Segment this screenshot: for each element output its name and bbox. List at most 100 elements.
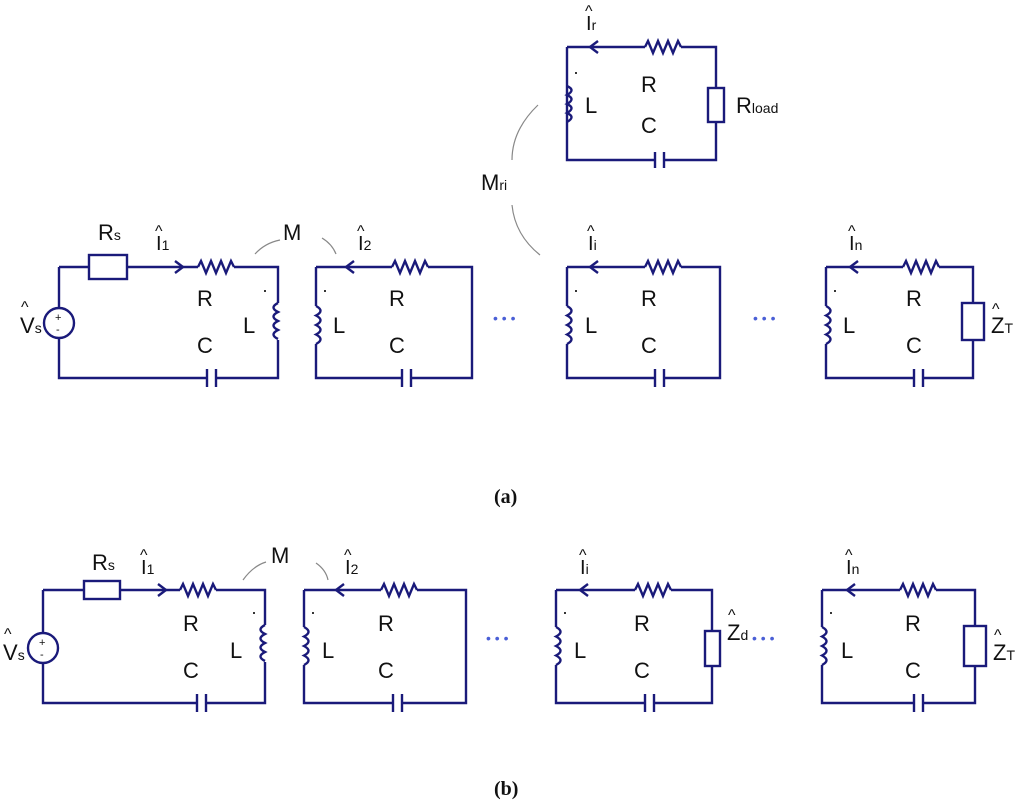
zt-hat-b: ^ [994, 627, 1002, 644]
source-label-L-a: L [243, 313, 255, 338]
vs-minus-b: - [40, 649, 44, 661]
loop-n-label-C-a: C [906, 333, 922, 358]
loop-i-label-L-a: L [585, 313, 597, 338]
source-wire-a [57, 265, 280, 380]
loop-i-resistor-b [633, 580, 673, 600]
current-i2-hat-a: ^ [357, 223, 365, 240]
current-i1-hat-b: ^ [140, 547, 148, 564]
current-in-label-b: In [846, 557, 859, 579]
loop-2-b: · L R C I2 ^ [301, 547, 468, 712]
loop-i-inductor-b [553, 625, 562, 667]
loop-n-inductor-a [823, 304, 832, 346]
loop-i-wire-a [565, 265, 722, 380]
loop-i-b: · L R C Zd ^ Ii ^ [553, 547, 748, 712]
loop-i-label-R-b: R [634, 611, 650, 636]
loop-i-label-L-b: L [574, 638, 586, 663]
source-dot-b: · [251, 602, 257, 622]
receiver-inductor [564, 84, 573, 124]
rs-label-a: Rs [98, 220, 121, 245]
loop-n-dot-a: · [832, 280, 838, 300]
source-loop-a: + - · L R C Rs Vs ^ I1 ^ [20, 220, 281, 387]
current-ir-hat: ^ [585, 3, 593, 20]
current-in-hat-b: ^ [845, 547, 853, 564]
current-i1-label-a: I1 [156, 233, 170, 255]
loop-2-dot-b: · [310, 602, 316, 622]
current-i1-hat-a: ^ [155, 223, 163, 240]
loop-n-dot-b: · [828, 602, 834, 622]
vs-label-b: Vs [3, 640, 25, 665]
m-arc-left-a [254, 239, 281, 255]
loop-n-a: · L R C ZT ^ In ^ [823, 223, 1013, 387]
current-i2-arrow-a [344, 260, 355, 274]
loop-n-wire-a [824, 265, 975, 380]
loop-2-label-C-a: C [389, 333, 405, 358]
ellipsis-2-a: • • • [753, 310, 776, 326]
m-arc-right-b [315, 562, 329, 581]
diagram-b: + - · L R C Rs Vs ^ I1 ^ M · L R [3, 543, 1015, 800]
current-in-label-a: In [849, 233, 862, 255]
zt-impedance-a [960, 301, 986, 342]
source-inductor-a [272, 301, 281, 341]
loop-2-wire-a [314, 265, 474, 380]
current-i2-label-a: I2 [358, 233, 372, 255]
loop-i-wire-b [554, 588, 714, 705]
zt-impedance-b [962, 624, 988, 668]
source-resistor-b [178, 580, 218, 600]
caption-b: (b) [494, 778, 518, 800]
current-i2-arrow-b [334, 583, 345, 597]
source-wire-b [41, 588, 267, 705]
loop-2-inductor-b [301, 625, 310, 667]
ellipsis-2-b: • • • [752, 630, 775, 646]
loop-2-dot-a: · [322, 280, 328, 300]
source-label-R-b: R [183, 611, 199, 636]
receiver-label-R: R [641, 72, 657, 97]
mri-label: Mri [481, 170, 507, 195]
receiver-current-arrow [588, 40, 599, 54]
source-label-C-b: C [183, 658, 199, 683]
loop-i-dot-b: · [562, 602, 568, 622]
vs-hat-b: ^ [4, 626, 12, 643]
m-label-a: M [283, 220, 301, 245]
vs-minus-a: - [56, 324, 60, 336]
receiver-loop: · L R C Rload Ir ^ [564, 3, 778, 168]
current-ii-hat-a: ^ [587, 223, 595, 240]
loop-2-label-R-b: R [378, 611, 394, 636]
current-i2-label-b: I2 [345, 557, 359, 579]
current-i2-hat-b: ^ [344, 547, 352, 564]
current-in-arrow-a [848, 260, 859, 274]
loop-n-label-L-a: L [843, 313, 855, 338]
vs-plus-b: + [39, 637, 45, 649]
current-i1-arrow-a [174, 260, 185, 274]
current-ii-label-a: Ii [588, 233, 597, 255]
source-label-L-b: L [230, 638, 242, 663]
zd-label-b: Zd [727, 620, 748, 645]
vs-plus-a: + [55, 312, 61, 324]
receiver-resistor [643, 37, 683, 57]
ellipsis-1-a: • • • [493, 310, 516, 326]
loop-2-label-L-b: L [322, 638, 334, 663]
vs-label-a: Vs [20, 313, 42, 338]
loop-i-resistor-a [643, 257, 683, 277]
receiver-dot: · [573, 62, 579, 82]
loop-n-resistor-b [898, 580, 938, 600]
m-arc-right-a [321, 237, 337, 255]
loop-2-inductor-a [313, 304, 322, 346]
receiver-label-C: C [641, 113, 657, 138]
ellipsis-1-b: • • • [486, 630, 509, 646]
rload-label: Rload [736, 93, 778, 118]
m-arc-left-b [242, 561, 267, 581]
loop-2-label-R-a: R [389, 286, 405, 311]
loop-2-label-L-a: L [333, 313, 345, 338]
loop-2-resistor-a [390, 257, 430, 277]
loop-n-label-L-b: L [841, 638, 853, 663]
loop-n-resistor-a [901, 257, 941, 277]
zd-impedance-b [703, 629, 722, 668]
loop-2-wire-b [302, 588, 468, 705]
loop-i-label-R-a: R [641, 286, 657, 311]
source-label-R-a: R [197, 286, 213, 311]
diagram-a: · L R C Rload Ir ^ Mri + - · L R C [20, 3, 1013, 508]
voltage-source-a [42, 306, 76, 340]
rload-resistor [706, 86, 726, 124]
mri-arc-top [511, 104, 539, 161]
